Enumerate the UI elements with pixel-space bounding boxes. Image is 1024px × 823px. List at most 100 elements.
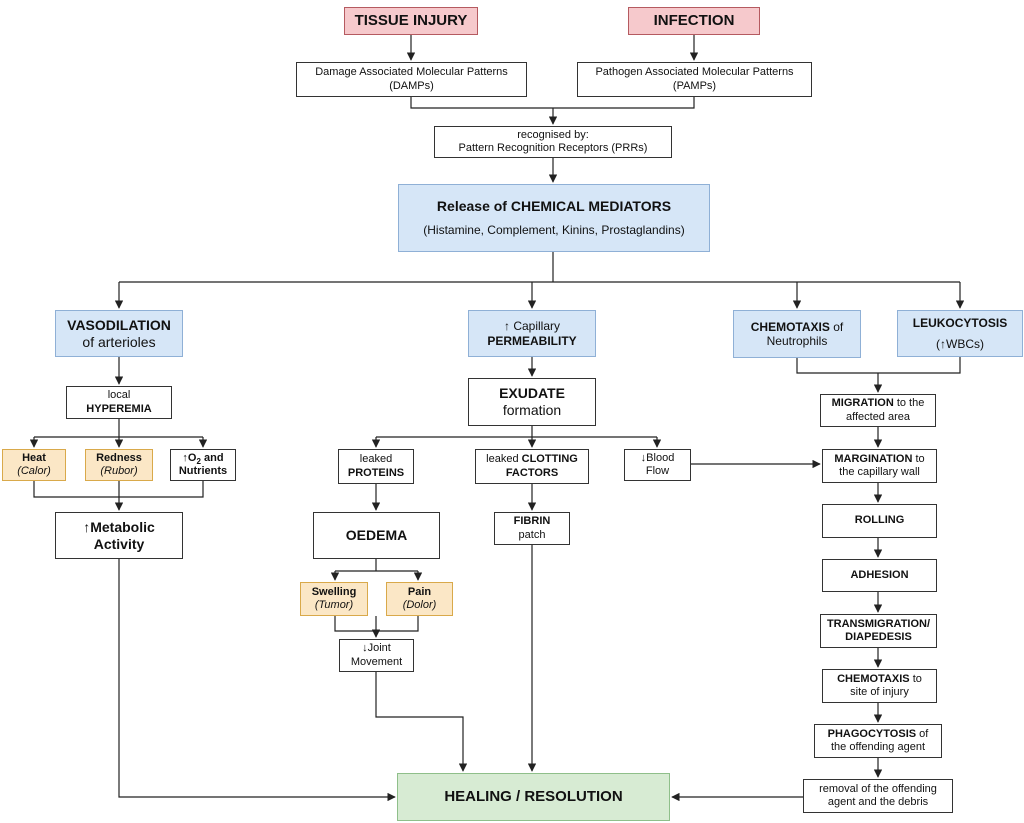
damps-line2: (DAMPs): [389, 79, 434, 92]
adhesion-box: ADHESION: [822, 559, 937, 592]
chemotaxis-neutrophils-line2: Neutrophils: [766, 334, 828, 348]
transmigration-line2: DIAPEDESIS: [845, 631, 912, 643]
clotting-factors-box: leaked CLOTTING FACTORS: [475, 449, 589, 484]
phagocytosis-line2: the offending agent: [831, 741, 925, 753]
line-damps-pamps-merge: [410, 97, 695, 109]
blood-flow-line2: Flow: [645, 465, 670, 477]
proteins-line1: leaked: [359, 453, 393, 466]
permeability-box: ↑ Capillary PERMEABILITY: [468, 310, 596, 357]
o2-after: and: [200, 451, 224, 464]
chemical-mediators-box: Release of CHEMICAL MEDIATORS (Histamine…: [398, 184, 710, 252]
fibrin-box: FIBRIN patch: [494, 512, 570, 545]
exudate-rest: formation: [502, 402, 562, 418]
pain-italic: (Dolor): [402, 599, 437, 611]
arrow-joint-healing: [375, 672, 468, 772]
rolling-box: ROLLING: [822, 504, 937, 538]
tissue-injury-label: TISSUE INJURY: [354, 12, 468, 29]
clotting-plain: leaked: [486, 453, 522, 466]
leukocytosis-box: LEUKOCYTOSIS (↑WBCs): [897, 310, 1023, 357]
pain-box: Pain (Dolor): [386, 582, 453, 616]
tissue-injury-box: TISSUE INJURY: [344, 7, 478, 35]
pamps-line1: Pathogen Associated Molecular Patterns: [595, 66, 794, 79]
removal-line1: removal of the offending: [819, 782, 937, 795]
chemotaxis-neutrophils-box: CHEMOTAXIS of Neutrophils: [733, 310, 861, 358]
swelling-italic: (Tumor): [314, 599, 354, 611]
permeability-line1: ↑ Capillary: [503, 319, 560, 334]
heat-italic: (Calor): [17, 465, 51, 477]
transmigration-line1: TRANSMIGRATION/: [826, 617, 931, 630]
o2-line2: Nutrients: [178, 465, 228, 477]
pamps-box: Pathogen Associated Molecular Patterns (…: [577, 62, 812, 97]
removal-box: removal of the offending agent and the d…: [803, 779, 953, 813]
blood-flow-box: ↓Blood Flow: [624, 449, 691, 481]
vasodilation-bold: VASODILATION: [67, 316, 171, 333]
mediators-subtitle: (Histamine, Complement, Kinins, Prostagl…: [423, 223, 685, 238]
damps-line1: Damage Associated Molecular Patterns: [315, 66, 508, 79]
infection-label: INFECTION: [653, 12, 735, 29]
joint-movement-box: ↓Joint Movement: [339, 639, 414, 672]
arrow-metabolic-healing: [118, 559, 396, 802]
fibrin-rest: patch: [518, 528, 546, 541]
transmigration-box: TRANSMIGRATION/ DIAPEDESIS: [820, 614, 937, 648]
chemotaxis-site-rest: to: [909, 672, 922, 685]
hyperemia-bold: HYPEREMIA: [86, 402, 152, 415]
clotting-bold2: FACTORS: [505, 466, 559, 479]
hyperemia-line1: local: [107, 389, 131, 402]
heat-bold: Heat: [22, 451, 46, 464]
exudate-bold: EXUDATE: [499, 385, 565, 402]
migration-line2: affected area: [845, 410, 910, 423]
permeability-bold: PERMEABILITY: [487, 333, 577, 348]
phagocytosis-box: PHAGOCYTOSIS of the offending agent: [814, 724, 942, 758]
o2-arrow: ↑O: [182, 451, 197, 464]
o2-subscript: 2: [196, 457, 201, 466]
joint-line2: Movement: [350, 655, 403, 668]
mediators-title: Release of CHEMICAL MEDIATORS: [436, 198, 672, 215]
local-hyperemia-box: local HYPEREMIA: [66, 386, 172, 419]
vasodilation-box: VASODILATION of arterioles: [55, 310, 183, 357]
metabolic-line1: ↑Metabolic: [83, 518, 155, 535]
vasodilation-rest: of arterioles: [82, 333, 156, 350]
migration-rest: to the: [893, 397, 925, 410]
infection-box: INFECTION: [628, 7, 760, 35]
margination-box: MARGINATION to the capillary wall: [822, 449, 937, 483]
leukocytosis-line2: (↑WBCs): [936, 336, 984, 351]
margination-rest: to: [912, 452, 925, 465]
removal-line2: agent and the debris: [827, 796, 929, 808]
redness-bold: Redness: [96, 451, 142, 464]
margination-bold: MARGINATION: [834, 452, 913, 465]
phagocytosis-bold: PHAGOCYTOSIS: [827, 727, 917, 740]
chemotaxis-site-bold: CHEMOTAXIS: [837, 672, 910, 685]
prrs-line1: recognised by:: [517, 128, 589, 141]
prrs-box: recognised by: Pattern Recognition Recep…: [434, 126, 672, 158]
oedema-label: OEDEMA: [345, 527, 408, 544]
damps-box: Damage Associated Molecular Patterns (DA…: [296, 62, 527, 97]
chemotaxis-site-box: CHEMOTAXIS to site of injury: [822, 669, 937, 703]
fibrin-bold: FIBRIN: [513, 515, 551, 528]
chemotaxis-site-line2: site of injury: [850, 686, 909, 698]
oedema-box: OEDEMA: [313, 512, 440, 559]
healing-label: HEALING / RESOLUTION: [444, 788, 623, 805]
heat-box: Heat (Calor): [2, 449, 66, 481]
proteins-bold: PROTEINS: [347, 466, 405, 479]
swelling-bold: Swelling: [311, 585, 357, 598]
joint-line1: ↓Joint: [362, 642, 391, 655]
metabolic-activity-box: ↑Metabolic Activity: [55, 512, 183, 559]
chemotaxis-neutrophils-rest: of: [829, 319, 844, 334]
prrs-line2: Pattern Recognition Receptors (PRRs): [458, 142, 648, 154]
healing-resolution-box: HEALING / RESOLUTION: [397, 773, 670, 821]
adhesion-label: ADHESION: [850, 568, 909, 581]
exudate-box: EXUDATE formation: [468, 378, 596, 426]
chemotaxis-neutrophils-bold: CHEMOTAXIS: [750, 319, 830, 334]
migration-box: MIGRATION to the affected area: [820, 394, 936, 427]
migration-bold: MIGRATION: [831, 397, 894, 410]
line-chemotaxis-leukocytosis-merge: [796, 357, 961, 374]
swelling-box: Swelling (Tumor): [300, 582, 368, 616]
metabolic-line2: Activity: [93, 535, 145, 552]
redness-italic: (Rubor): [100, 465, 138, 477]
o2-nutrients-box: ↑O2 and Nutrients: [170, 449, 236, 481]
leukocytosis-bold: LEUKOCYTOSIS: [912, 316, 1008, 331]
redness-box: Redness (Rubor): [85, 449, 153, 481]
phagocytosis-rest: of: [916, 727, 929, 740]
